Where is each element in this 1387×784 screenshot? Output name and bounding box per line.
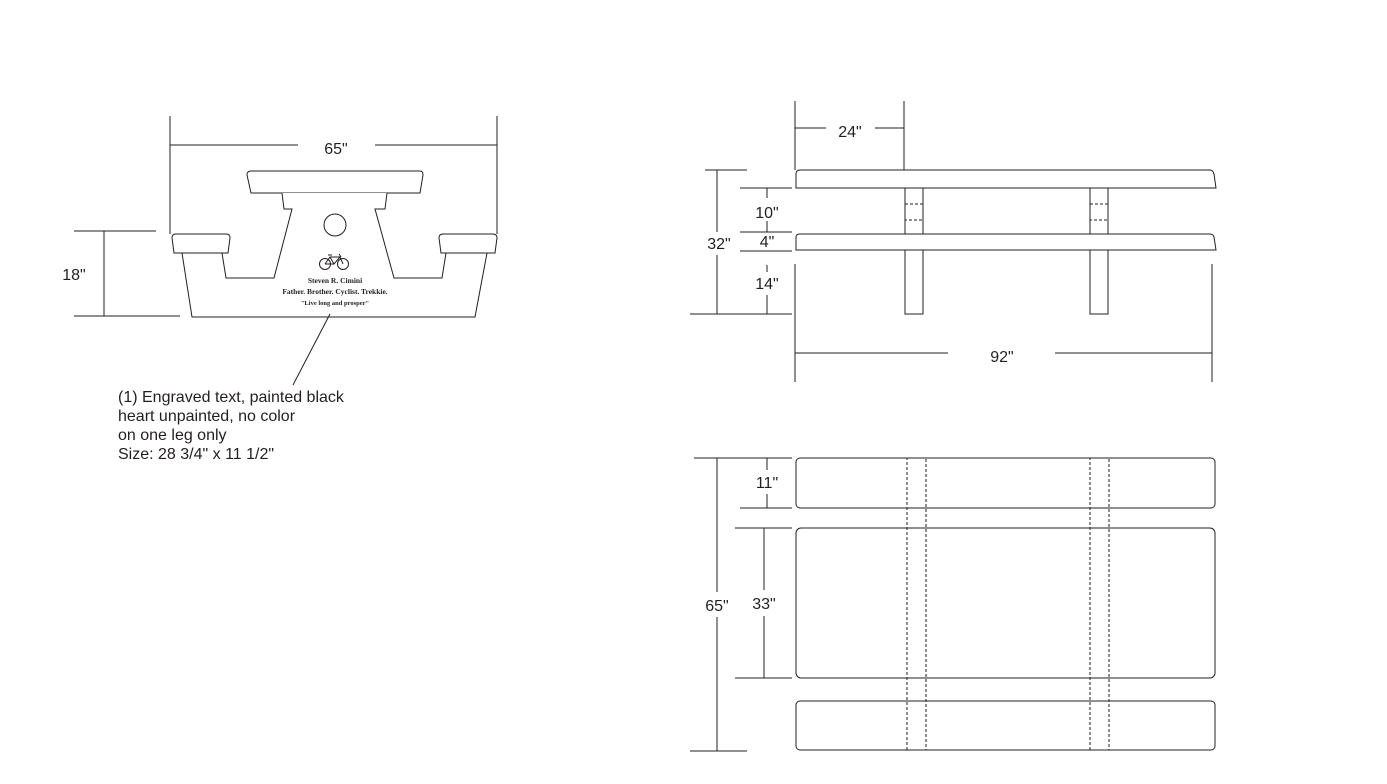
end-view-width-dim: 65" bbox=[324, 141, 347, 158]
side-view: 24" 32" 10" 4" 14" 92" bbox=[690, 101, 1217, 382]
top-view-left-leg-hidden bbox=[906, 457, 927, 751]
side-view-overhang-dim: 24" bbox=[838, 124, 861, 141]
engraving-quote: "Live long and prosper" bbox=[301, 300, 369, 307]
side-view-right-leg-upper bbox=[1089, 187, 1109, 235]
top-view-table bbox=[795, 527, 1216, 679]
top-view: 65" 11" 33" bbox=[690, 457, 1216, 752]
side-view-left-leg-upper bbox=[904, 187, 924, 235]
side-view-left-hole bbox=[904, 203, 924, 221]
side-view-right-leg-lower bbox=[1089, 249, 1109, 315]
side-view-left-leg-lower bbox=[904, 249, 924, 315]
end-view-tabletop bbox=[246, 170, 424, 194]
callout-leader bbox=[292, 313, 331, 386]
side-view-length-dim: 92" bbox=[990, 349, 1013, 366]
callout-line-3: on one leg only bbox=[118, 427, 227, 444]
engraving-line2: Father. Brother. Cyclist. Trekkie. bbox=[282, 287, 387, 296]
top-view-bench-width-dim: 11" bbox=[756, 475, 778, 492]
top-view-right-leg-hidden bbox=[1089, 457, 1110, 751]
callout-line-2: heart unpainted, no color bbox=[118, 408, 296, 425]
end-view-seat-height-dim: 18" bbox=[62, 267, 85, 284]
end-view-right-bench bbox=[438, 233, 498, 254]
top-view-bench-top bbox=[795, 457, 1216, 509]
side-view-bench bbox=[795, 233, 1217, 251]
engraving-callout-note: (1) Engraved text, painted black heart u… bbox=[118, 388, 344, 464]
end-view-leg-hole bbox=[323, 213, 347, 237]
side-view-right-hole bbox=[1089, 203, 1109, 221]
top-view-table-width-dim: 33" bbox=[752, 596, 775, 613]
bicycle-icon bbox=[319, 253, 349, 270]
callout-line-1: (1) Engraved text, painted black bbox=[118, 389, 344, 406]
side-view-seat-height-dim: 14" bbox=[755, 276, 778, 293]
side-view-top-gap-dim: 10" bbox=[755, 205, 778, 222]
side-view-total-height-dim: 32" bbox=[707, 236, 730, 253]
end-view-leg bbox=[181, 192, 488, 318]
top-view-bench-bottom bbox=[795, 700, 1216, 751]
engraving-name: Steven R. Cimini bbox=[308, 276, 362, 285]
side-view-tabletop bbox=[795, 169, 1217, 189]
top-view-total-width-dim: 65" bbox=[705, 598, 728, 615]
side-view-seat-thickness-dim: 4" bbox=[760, 234, 775, 251]
callout-line-4: Size: 28 3/4" x 11 1/2" bbox=[118, 446, 275, 463]
end-view: Steven R. Cimini Father. Brother. Cyclis… bbox=[62, 116, 498, 386]
end-view-left-bench bbox=[171, 233, 231, 254]
